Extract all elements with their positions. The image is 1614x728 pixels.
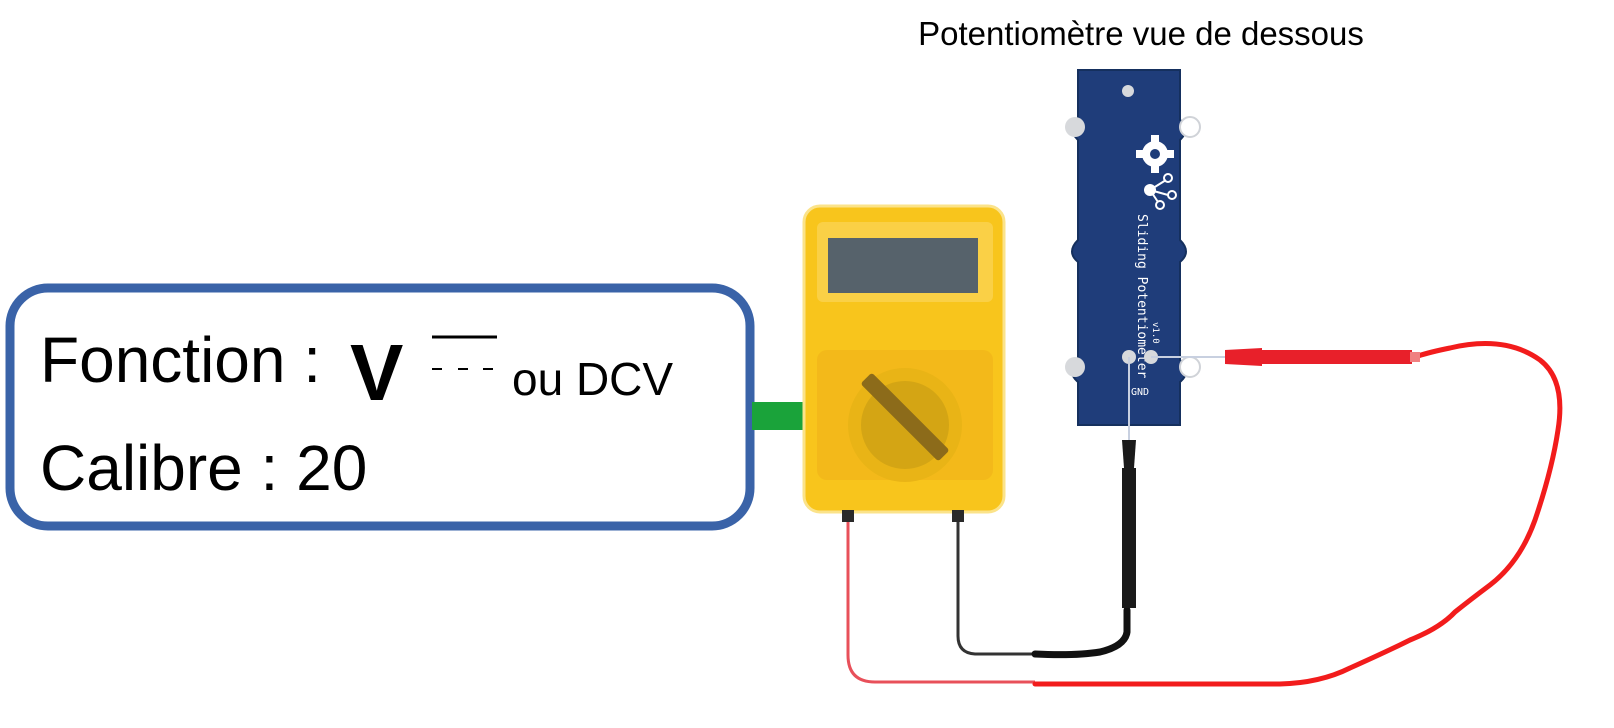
red-lead-wire	[846, 522, 1035, 684]
pin-labels: GND	[1131, 387, 1149, 398]
settings-box: Fonction : V ou DCV Calibre : 20	[5, 283, 755, 531]
dc-symbol-icon	[432, 335, 497, 370]
function-alt-label: ou DCV	[512, 353, 673, 405]
settings-box-border	[5, 283, 755, 531]
black-probe-handle	[1122, 468, 1136, 608]
dc-voltage-symbol: V	[350, 328, 403, 417]
board-name-label: Sliding Potentiometer	[1134, 214, 1149, 379]
multimeter	[802, 204, 1006, 522]
mount-hole	[1065, 117, 1085, 137]
potentiometer-board: Sliding Potentiometer v1.0 GND	[1065, 69, 1201, 426]
red-jack	[842, 510, 854, 522]
black-probe	[1122, 357, 1136, 608]
gear-icon	[1136, 135, 1174, 173]
dial-pointer	[861, 373, 949, 461]
black-lead-wire	[956, 522, 1035, 656]
black-probe-wire	[1031, 606, 1131, 659]
red-probe-handle	[1262, 350, 1412, 364]
red-probe-wire	[1032, 341, 1563, 687]
red-probe	[1151, 348, 1420, 366]
diagram-title: Potentiomètre vue de dessous	[918, 15, 1364, 52]
com-jack	[952, 510, 964, 522]
board-version-label: v1.0	[1150, 322, 1160, 344]
wires	[846, 341, 1563, 687]
range-label: Calibre : 20	[40, 432, 367, 504]
network-icon	[1144, 173, 1177, 210]
function-label: Fonction :	[40, 324, 321, 396]
multimeter-screen	[828, 238, 978, 293]
